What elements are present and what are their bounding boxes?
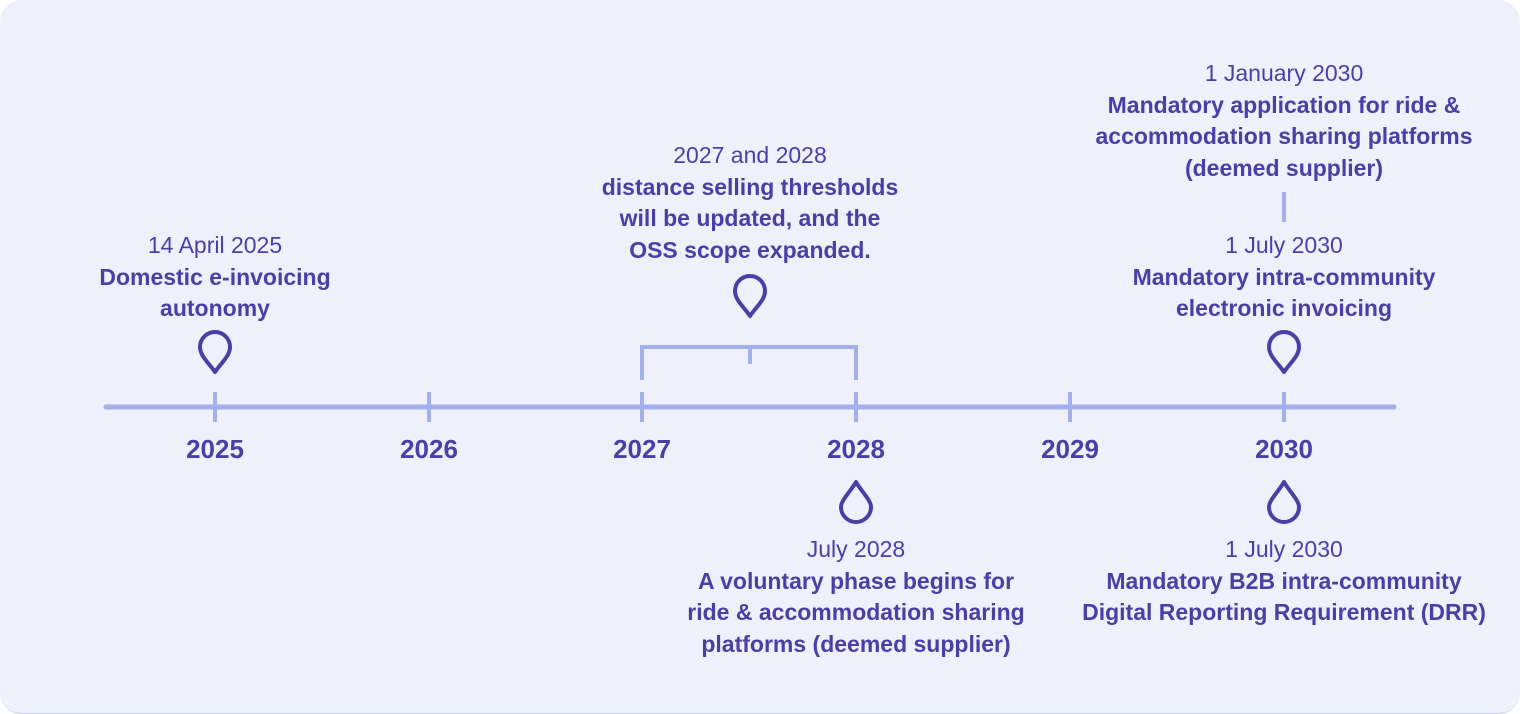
map-pin-icon <box>1267 330 1301 374</box>
event-description: A voluntary phase begins for ride & acco… <box>687 567 1025 657</box>
range-bracket-2027-2028 <box>640 345 858 380</box>
year-label-2025: 2025 <box>186 434 244 464</box>
year-label-2028: 2028 <box>827 434 885 464</box>
event-description: Mandatory intra-community electronic inv… <box>1132 263 1436 322</box>
event-2025-e-invoicing: 14 April 2025 Domestic e-invoicing auton… <box>95 230 335 325</box>
event-description: Mandatory application for ride & accommo… <box>1095 91 1473 181</box>
map-pin-icon <box>198 330 232 374</box>
event-2027-2028-thresholds: 2027 and 2028 distance selling threshold… <box>595 140 905 266</box>
event-2028-voluntary-phase: July 2028 A voluntary phase begins for r… <box>676 534 1036 660</box>
event-2030-intra-community-invoicing: 1 July 2030 Mandatory intra-community el… <box>1124 230 1444 325</box>
event-2030-drr: 1 July 2030 Mandatory B2B intra-communit… <box>1080 534 1488 629</box>
year-label-2029: 2029 <box>1041 434 1099 464</box>
event-date: 14 April 2025 <box>147 232 283 258</box>
drop-icon <box>1267 480 1301 524</box>
drop-icon <box>839 480 873 524</box>
map-pin-icon <box>733 274 767 318</box>
year-label-2027: 2027 <box>613 434 671 464</box>
event-date: July 2028 <box>806 536 906 562</box>
event-date: 1 July 2030 <box>1225 536 1343 562</box>
event-description: Mandatory B2B intra-community Digital Re… <box>1082 567 1486 626</box>
year-label-2030: 2030 <box>1255 434 1313 464</box>
event-2030-ride-sharing: 1 January 2030 Mandatory application for… <box>1090 58 1478 184</box>
year-label-2026: 2026 <box>400 434 458 464</box>
event-date: 1 July 2030 <box>1225 232 1343 258</box>
event-date: 1 January 2030 <box>1204 60 1364 86</box>
event-date: 2027 and 2028 <box>673 142 827 168</box>
event-description: distance selling thresholds will be upda… <box>601 173 899 263</box>
event-description: Domestic e-invoicing autonomy <box>99 263 331 322</box>
